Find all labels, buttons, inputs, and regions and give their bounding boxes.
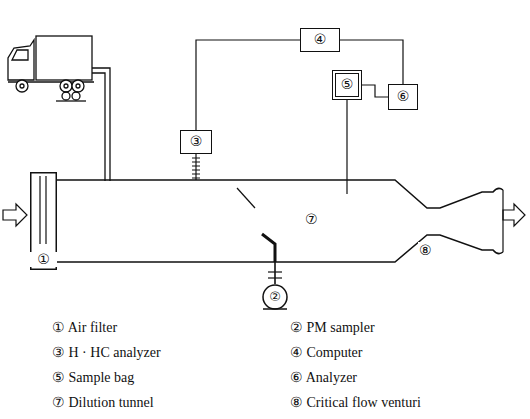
connector-line (362, 85, 388, 97)
legend-text: ⑦ Dilution tunnel (52, 395, 154, 412)
exhaust-pipe (92, 73, 105, 181)
legend-text: ⑥ Analyzer (290, 370, 357, 387)
legend-text: ④ Computer (290, 345, 363, 362)
analyzer-box: ③ (180, 130, 212, 154)
exhaust-pipe (92, 68, 110, 181)
truck-illustration (8, 36, 94, 101)
tunnel-outline (57, 180, 502, 262)
connector-line (275, 262, 276, 284)
callout-number: ④ (314, 32, 327, 47)
legend-text: ⑧ Critical flow venturi (290, 395, 421, 412)
pm-sampler-pump: ② (262, 284, 288, 310)
outlet-arrow (503, 204, 525, 226)
inlet-arrow (3, 204, 27, 226)
callout-number: ⑤ (341, 77, 354, 92)
callout-number: ③ (190, 134, 203, 149)
legend-text: ② PM sampler (290, 320, 375, 337)
connector-line (196, 154, 197, 180)
computer-box: ④ (300, 28, 340, 52)
callout-number: ① (30, 252, 57, 267)
legend-text: ③ H · HC analyzer (52, 345, 161, 362)
dilution-tunnel: ⑦ (57, 180, 502, 262)
air-filter: ① (30, 172, 57, 270)
callout-number: ⑥ (397, 89, 410, 104)
pm-probe (262, 234, 275, 262)
legend-text: ① Air filter (52, 320, 117, 337)
callout-number: ⑧ (418, 242, 433, 259)
sample-bag-box: ⑤ (332, 70, 362, 100)
analyzer-box: ⑥ (388, 84, 418, 110)
callout-number: ② (269, 290, 281, 304)
connector-line (196, 40, 300, 130)
legend-text: ⑤ Sample bag (52, 370, 134, 387)
callout-number: ⑦ (305, 212, 318, 227)
